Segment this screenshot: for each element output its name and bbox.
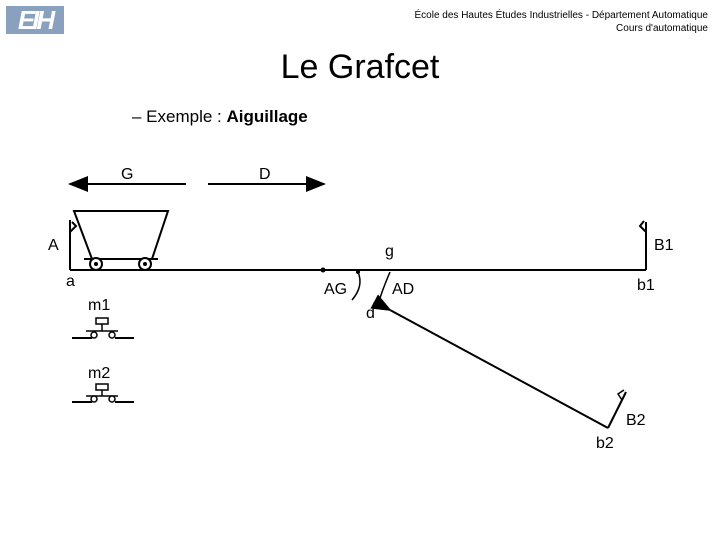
label-ad: AD [392, 281, 415, 298]
switch-blade-ad [379, 271, 391, 299]
header-line-2: Cours d'automatique [616, 23, 708, 34]
label-m2: m2 [88, 365, 111, 382]
label-switch-g: g [385, 243, 394, 260]
label-d-direction: D [259, 166, 271, 183]
push-button-m1 [72, 317, 134, 339]
subtitle: – Exemple : Aiguillage [132, 107, 308, 127]
switch-point-marker [320, 267, 326, 273]
push-button-m2 [72, 383, 134, 403]
diverted-track-end [607, 391, 627, 429]
label-ag: AG [324, 281, 348, 298]
label-sensor-b1: B1 [654, 237, 674, 254]
sensor-b1-lever [638, 220, 647, 233]
switch-blade-ag [351, 271, 361, 301]
subtitle-bold: Aiguillage [226, 107, 308, 126]
switch-blade-ag-pivot [356, 270, 360, 274]
header-line-1: École des Hautes Études Industrielles - … [414, 10, 709, 21]
label-m1: m1 [88, 297, 111, 314]
sensor-b2-lever [616, 389, 625, 401]
sensor-a-lever [69, 221, 78, 233]
label-switch-d: d [366, 305, 375, 322]
page-title: Le Grafcet [280, 48, 440, 86]
label-sensor-b2-lower: b2 [596, 435, 614, 452]
label-sensor-a-lower: a [66, 273, 75, 290]
wagon-wheel-left [89, 257, 103, 271]
label-g-direction: G [121, 166, 134, 183]
eih-logo: EIH [6, 6, 64, 34]
wagon-wheel-right [138, 257, 152, 271]
label-sensor-a: A [48, 237, 59, 254]
label-sensor-b2: B2 [626, 412, 646, 429]
wagon-body [72, 210, 170, 260]
label-sensor-b1-lower: b1 [637, 277, 655, 294]
header-text: École des Hautes Études Industrielles - … [415, 9, 709, 35]
subtitle-prefix: – Exemple : [132, 107, 227, 126]
diverted-track [370, 294, 609, 429]
